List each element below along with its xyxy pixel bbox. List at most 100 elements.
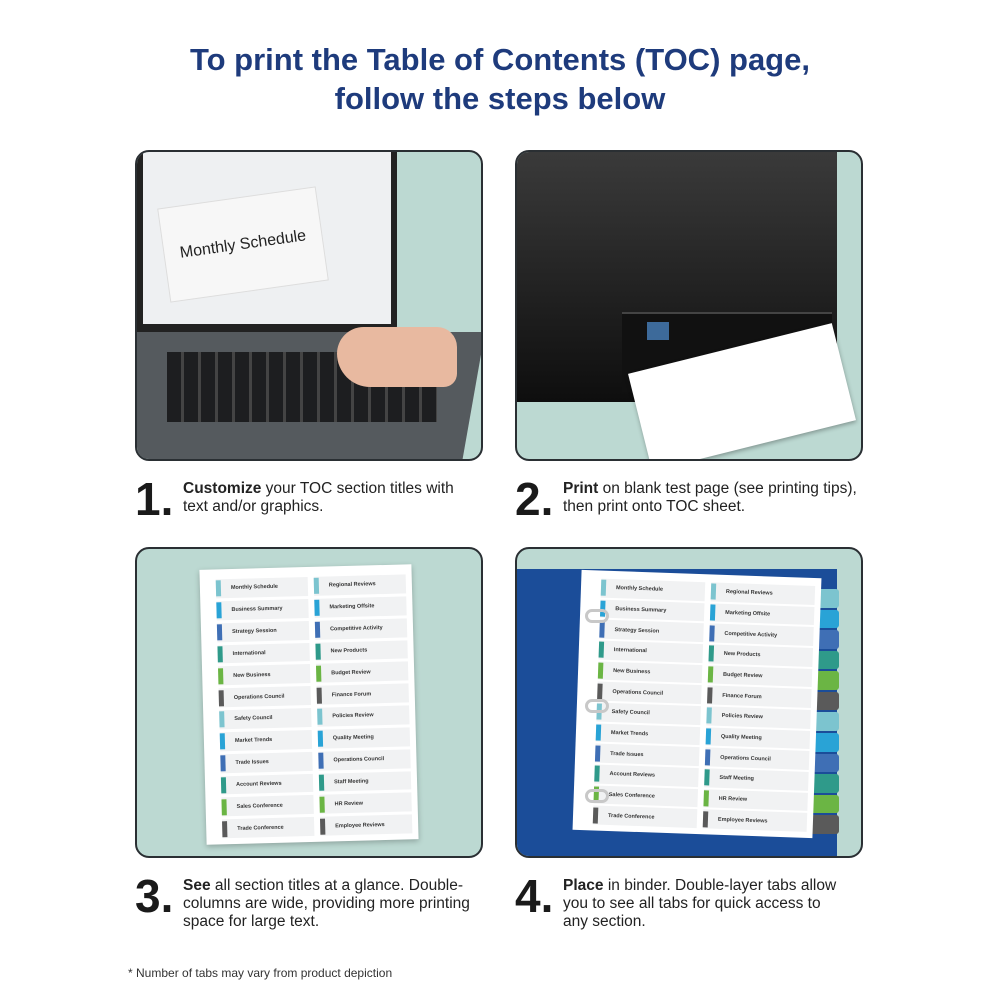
toc-entry: Business Summary	[599, 599, 705, 622]
tab-color-swatch	[709, 625, 715, 642]
toc-entry: Market Trends	[219, 729, 313, 751]
tab-color-swatch	[592, 807, 599, 824]
tab-color-swatch	[318, 752, 324, 769]
toc-entry: Trade Conference	[592, 805, 698, 829]
toc-entry: Marketing Offsite	[314, 596, 407, 618]
step-2: 2.Print on blank test page (see printing…	[515, 473, 857, 525]
toc-entry: Staff Meeting	[704, 768, 809, 791]
tab-color-swatch	[709, 604, 716, 621]
tab-color-swatch	[319, 796, 325, 813]
binder-ring	[585, 609, 609, 623]
tab-color-swatch	[222, 820, 228, 837]
monthly-schedule-card: Monthly Schedule	[157, 186, 329, 303]
toc-entry: Regional Reviews	[313, 574, 407, 596]
tab-color-swatch	[220, 755, 226, 772]
toc-entry: Monthly Schedule	[600, 578, 706, 601]
tab-color-swatch	[706, 707, 712, 724]
toc-entry: Competitive Activity	[709, 623, 814, 647]
tab-color-swatch	[705, 728, 712, 745]
footnote: * Number of tabs may vary from product d…	[128, 966, 393, 980]
laptop-photo: Monthly Schedule	[135, 150, 483, 461]
tab-color-swatch	[599, 621, 605, 638]
tab-color-swatch	[219, 733, 226, 750]
toc-entry: Trade Conference	[221, 817, 315, 839]
toc-entry: Sales Conference	[593, 785, 699, 808]
toc-entry: Marketing Offsite	[709, 603, 815, 626]
tab-color-swatch	[708, 645, 715, 662]
laptop-screen: Monthly Schedule	[137, 152, 397, 332]
tab-color-swatch	[600, 579, 607, 597]
printer-photo	[515, 150, 863, 461]
toc-entry: Competitive Activity	[314, 618, 408, 640]
tab-color-swatch	[317, 730, 324, 748]
toc-entry: Staff Meeting	[318, 770, 412, 793]
toc-entry: Operations Council	[704, 747, 810, 770]
toc-entry: Strategy Session	[216, 620, 310, 642]
tab-color-swatch	[313, 578, 320, 595]
tab-color-swatch	[319, 818, 326, 835]
tab-color-swatch	[597, 662, 604, 679]
divider-tab	[809, 815, 839, 834]
tab-color-swatch	[318, 774, 325, 791]
toc-entry: Policies Review	[706, 706, 811, 729]
tab-color-swatch	[315, 665, 322, 682]
tab-color-swatch	[594, 745, 601, 762]
toc-entry: Operations Council	[597, 681, 702, 705]
toc-entry: Account Reviews	[594, 764, 699, 787]
divider-tab	[809, 733, 839, 752]
tab-color-swatch	[707, 666, 714, 683]
tab-color-swatch	[704, 748, 711, 766]
tab-color-swatch	[598, 641, 605, 659]
tab-color-swatch	[707, 687, 713, 704]
tab-color-swatch	[216, 602, 222, 619]
tab-color-swatch	[703, 790, 709, 807]
toc-entry: Employee Reviews	[319, 814, 413, 836]
tab-color-swatch	[595, 724, 602, 741]
toc-entry: Finance Forum	[316, 683, 409, 705]
toc-entry: Quality Meeting	[317, 727, 411, 749]
toc-entry: Budget Review	[707, 665, 813, 688]
tab-color-swatch	[702, 810, 709, 828]
toc-entry: New Business	[597, 661, 703, 684]
tab-color-swatch	[594, 765, 600, 782]
tab-color-swatch	[217, 646, 223, 663]
toc-entry: Safety Council	[596, 702, 701, 725]
toc-entry: Trade Issues	[594, 743, 700, 767]
toc-entry: Employee Reviews	[702, 809, 808, 832]
toc-entry: New Products	[708, 644, 814, 667]
toc-entry: Finance Forum	[706, 685, 812, 708]
tab-color-swatch	[218, 689, 225, 706]
toc-entry: Trade Issues	[220, 751, 313, 773]
divider-tab	[809, 794, 839, 814]
toc-entry: New Products	[315, 639, 408, 662]
page-title: To print the Table of Contents (TOC) pag…	[190, 42, 810, 116]
tab-color-swatch	[314, 599, 320, 617]
toc-entry: Sales Conference	[221, 795, 314, 817]
divider-tab	[809, 753, 839, 773]
toc-entry: HR Review	[703, 788, 808, 812]
tab-color-swatch	[316, 687, 322, 704]
toc-entry: Policies Review	[317, 705, 410, 727]
step-3: 3.See all section titles at a glance. Do…	[135, 870, 470, 930]
toc-entry: Strategy Session	[599, 619, 704, 643]
toc-entry: New Business	[217, 664, 311, 686]
tab-color-swatch	[317, 709, 323, 726]
binder-ring	[585, 789, 609, 803]
toc-entry: Quality Meeting	[705, 726, 811, 750]
toc-entry: Operations Council	[218, 686, 312, 708]
tab-color-swatch	[315, 643, 321, 660]
toc-entry: International	[598, 640, 704, 663]
tab-color-swatch	[215, 580, 222, 597]
tab-color-swatch	[218, 667, 224, 685]
printer-display	[647, 322, 669, 340]
tab-color-swatch	[314, 621, 321, 638]
toc-entry: Business Summary	[216, 598, 309, 621]
toc-entry: Regional Reviews	[710, 582, 816, 605]
tab-color-swatch	[216, 624, 223, 641]
divider-tab	[809, 774, 839, 793]
tab-color-swatch	[710, 583, 717, 600]
toc-entry: Account Reviews	[220, 773, 314, 795]
